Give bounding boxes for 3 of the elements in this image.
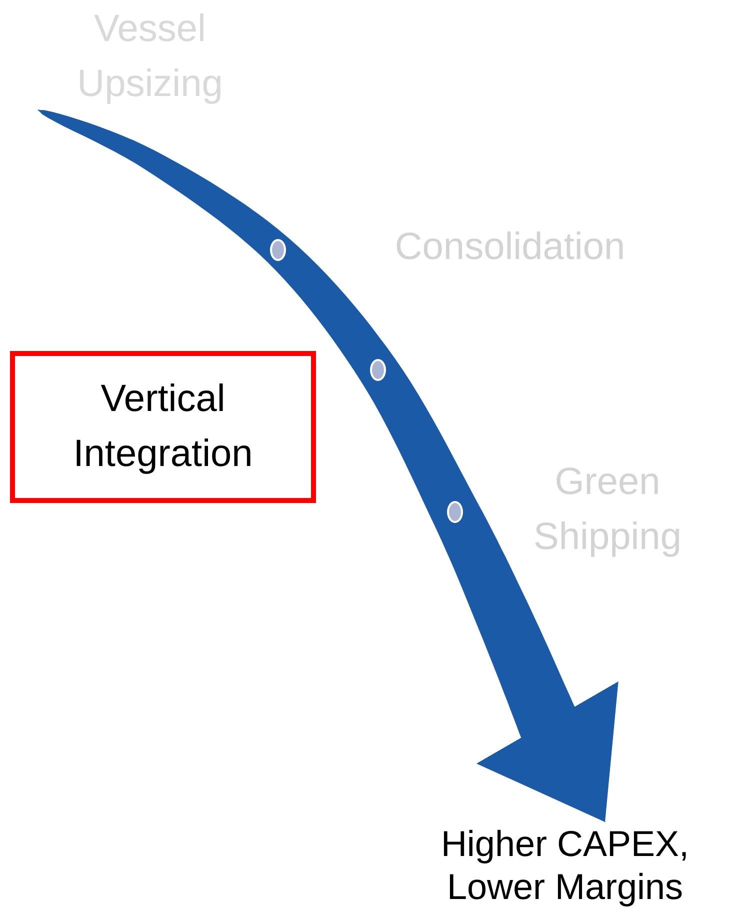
- highlight-box: [10, 351, 316, 503]
- node-label: Vertical Integration: [72, 376, 254, 477]
- node-label: Higher CAPEX, Lower Margins: [440, 822, 690, 908]
